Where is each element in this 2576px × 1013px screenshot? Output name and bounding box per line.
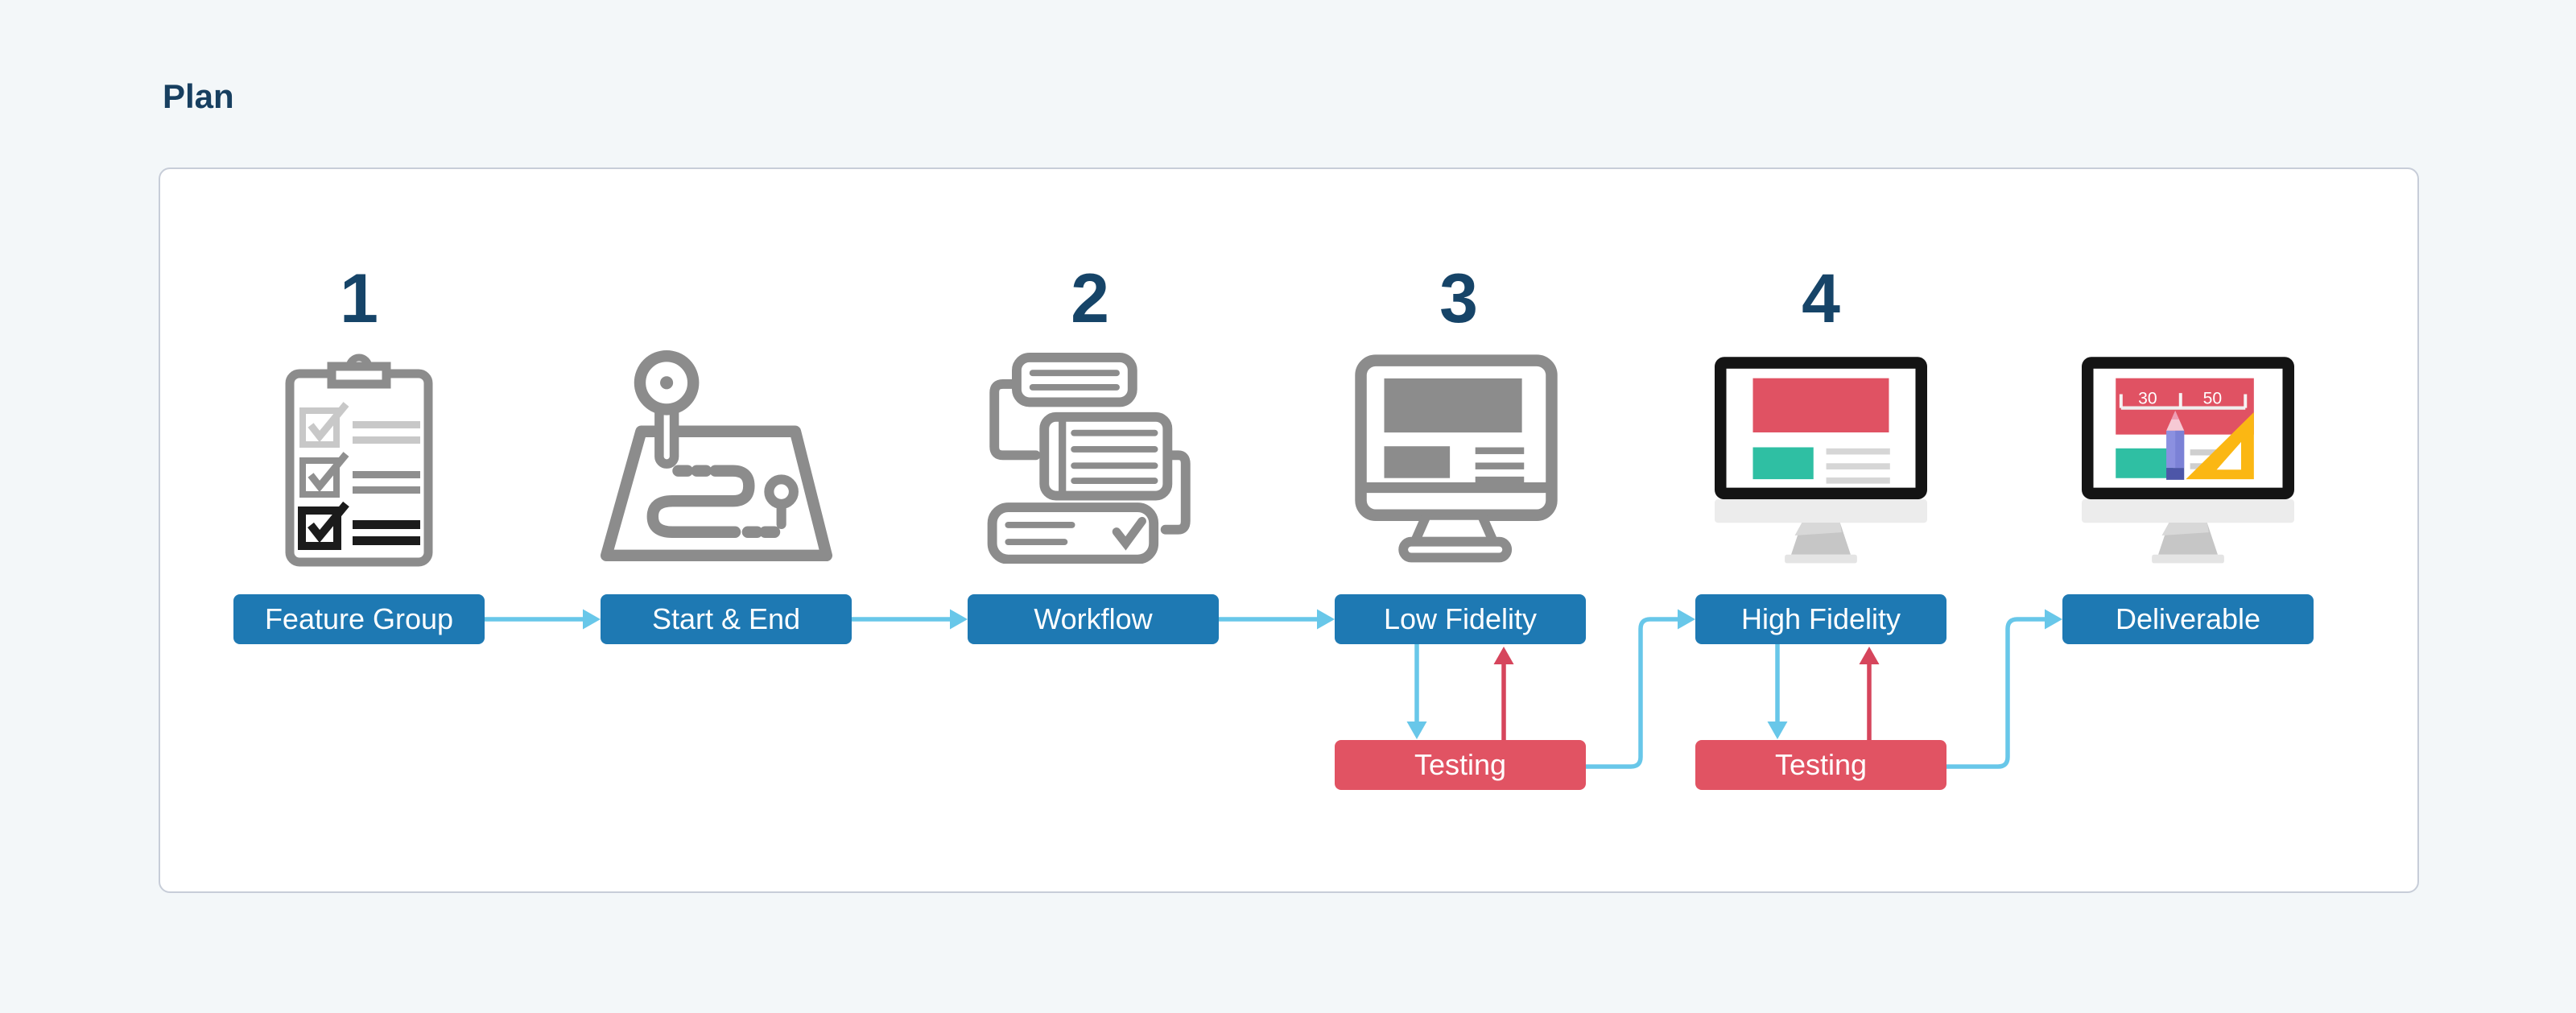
checklist-row-dark	[298, 501, 420, 550]
step-label-high-fidelity: High Fidelity	[1695, 594, 1946, 644]
monitor-chin	[1715, 499, 1927, 523]
clipboard-board	[285, 369, 433, 567]
wireframe-monitor-icon	[1355, 354, 1558, 563]
connector-right	[1160, 450, 1191, 535]
flow-card	[159, 167, 2419, 893]
step-number-1: 1	[340, 260, 378, 337]
checklist-clipboard-icon	[285, 354, 433, 567]
measure-value-left: 30	[2138, 389, 2157, 407]
deliverable-monitor-icon: 30 50	[2082, 357, 2294, 564]
step-label-workflow: Workflow	[968, 594, 1219, 644]
route-map-icon	[601, 349, 832, 562]
set-square-icon	[2186, 411, 2254, 480]
task-card-top	[1012, 353, 1137, 407]
step-label-deliverable: Deliverable	[2062, 594, 2314, 644]
task-cards-icon	[987, 353, 1191, 564]
step-label-feature-group: Feature Group	[233, 594, 485, 644]
page-title: Plan	[163, 77, 234, 115]
step-number-3: 3	[1439, 260, 1478, 337]
mockup-blocks	[1752, 378, 1890, 484]
step-label-low-fidelity: Low Fidelity	[1335, 594, 1586, 644]
step-label-start-end: Start & End	[601, 594, 852, 644]
checklist-row-medium	[299, 452, 420, 498]
mockup-monitor-icon	[1715, 357, 1927, 564]
task-card-middle	[1039, 411, 1173, 501]
testing-box-low-fidelity: Testing	[1335, 740, 1586, 790]
monitor-base	[1785, 554, 1857, 564]
measure-value-right: 50	[2203, 389, 2222, 407]
pencil-icon	[2166, 411, 2185, 480]
step-number-2: 2	[1071, 260, 1109, 337]
connector-left	[989, 379, 1041, 461]
step-number-4: 4	[1802, 260, 1840, 337]
task-card-bottom	[987, 502, 1159, 564]
monitor-chin	[2082, 499, 2294, 523]
route-path	[646, 465, 781, 538]
wireframe-blocks	[1384, 378, 1525, 484]
testing-box-high-fidelity: Testing	[1695, 740, 1946, 790]
monitor-base	[1398, 536, 1513, 563]
clipboard-clip	[327, 362, 391, 389]
measure-ruler: 30 50	[2119, 389, 2248, 410]
monitor-base	[2152, 554, 2224, 564]
checklist-row-light	[299, 402, 420, 448]
done-check	[1112, 516, 1146, 551]
